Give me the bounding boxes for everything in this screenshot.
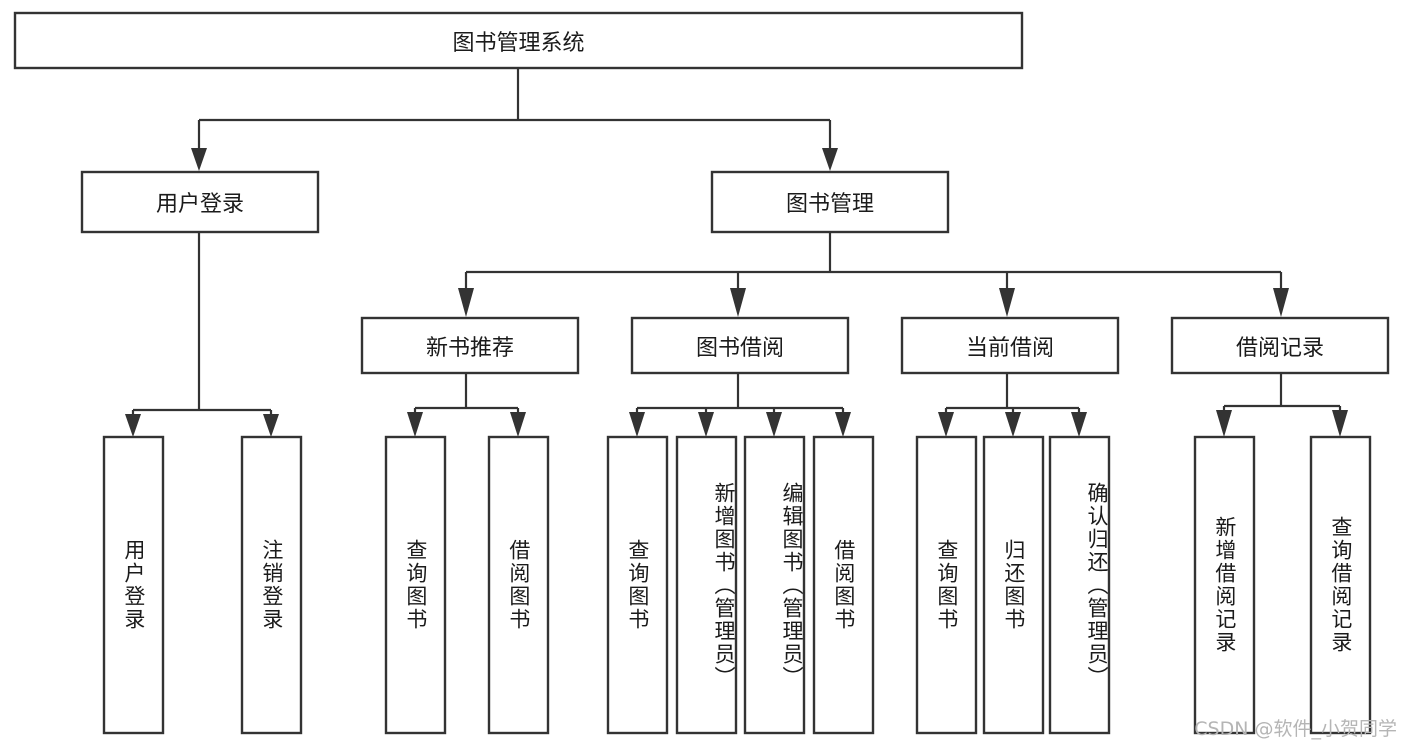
arrowhead-user-login-leaf2 xyxy=(263,414,279,437)
node-leaf-borrow-record-1-box[interactable] xyxy=(1193,435,1256,735)
arrowhead-current-borrow-leaf1 xyxy=(938,412,954,437)
node-leaf-book-borrow-3-box[interactable] xyxy=(743,435,806,735)
node-borrow-record-box[interactable] xyxy=(1170,316,1390,375)
node-user-login-box[interactable] xyxy=(80,170,320,234)
arrowhead-current-borrow-leaf2 xyxy=(1005,412,1021,437)
node-leaf-new-book-1-box[interactable] xyxy=(384,435,447,735)
node-root-box[interactable] xyxy=(13,11,1024,70)
arrowhead-to-book-borrow xyxy=(730,288,746,317)
node-leaf-current-borrow-2-box[interactable] xyxy=(982,435,1045,735)
arrowhead-book-borrow-leaf3 xyxy=(766,412,782,437)
arrowhead-borrow-record-leaf2 xyxy=(1332,410,1348,437)
node-leaf-user-login-1-box[interactable] xyxy=(102,435,165,735)
arrowhead-book-borrow-leaf4 xyxy=(835,412,851,437)
arrowhead-root-to-book-mgmt xyxy=(822,148,838,171)
arrowhead-current-borrow-leaf3 xyxy=(1071,412,1087,437)
node-leaf-new-book-2-box[interactable] xyxy=(487,435,550,735)
node-book-borrow-box[interactable] xyxy=(630,316,850,375)
arrowhead-new-book-leaf1 xyxy=(407,412,423,437)
node-leaf-book-borrow-4-box[interactable] xyxy=(812,435,875,735)
arrowhead-book-borrow-leaf2 xyxy=(698,412,714,437)
node-current-borrow-box[interactable] xyxy=(900,316,1120,375)
node-leaf-book-borrow-2-box[interactable] xyxy=(675,435,738,735)
node-leaf-current-borrow-1-box[interactable] xyxy=(915,435,978,735)
arrowhead-book-borrow-leaf1 xyxy=(629,412,645,437)
node-book-mgmt-box[interactable] xyxy=(710,170,950,234)
node-leaf-user-login-2-box[interactable] xyxy=(240,435,303,735)
arrowhead-user-login-leaf1 xyxy=(125,414,141,437)
arrowhead-to-new-book xyxy=(458,288,474,317)
node-new-book-box[interactable] xyxy=(360,316,580,375)
arrowhead-to-current-borrow xyxy=(999,288,1015,317)
arrowhead-new-book-leaf2 xyxy=(510,412,526,437)
node-leaf-borrow-record-2-box[interactable] xyxy=(1309,435,1372,735)
arrowhead-borrow-record-leaf1 xyxy=(1216,410,1232,437)
node-leaf-current-borrow-3-box[interactable] xyxy=(1048,435,1111,735)
node-leaf-book-borrow-1-box[interactable] xyxy=(606,435,669,735)
arrowhead-root-to-user-login xyxy=(191,148,207,171)
arrowhead-to-borrow-record xyxy=(1273,288,1289,317)
